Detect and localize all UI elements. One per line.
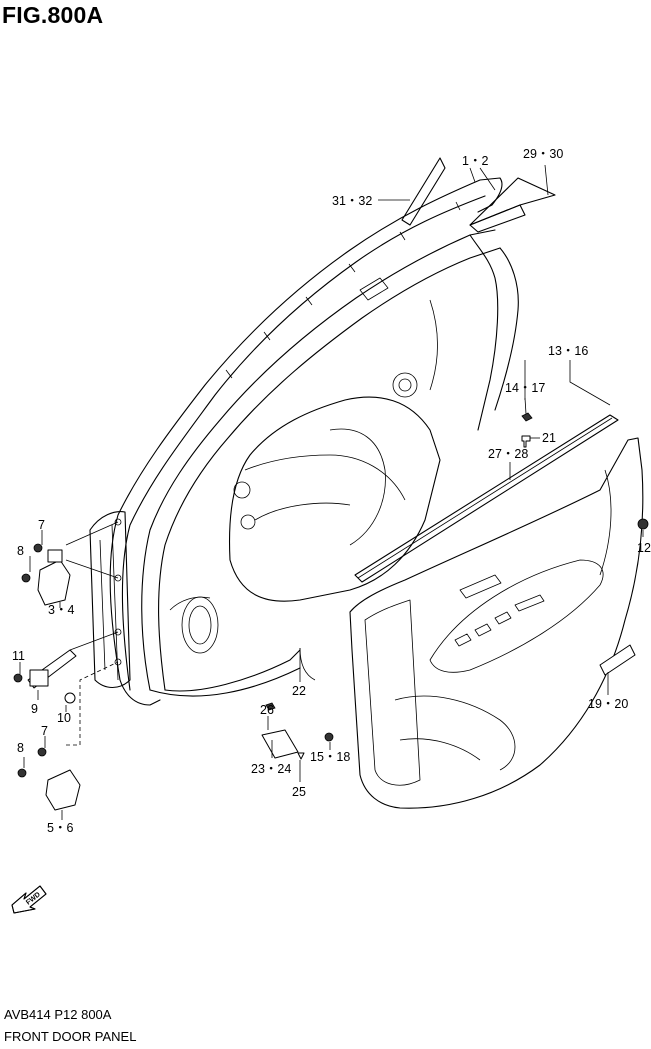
callout-19-20: 19・20	[588, 697, 628, 711]
callout-31-32: 31・32	[332, 194, 372, 208]
callout-23-24: 23・24	[251, 762, 291, 776]
callout-22: 22	[292, 684, 306, 698]
door-frame-drawing	[89, 177, 519, 706]
figure-title: FIG.800A	[2, 2, 104, 28]
callout-9: 9	[31, 702, 38, 716]
callout-1-2: 1・2	[462, 154, 488, 168]
callout-21: 21	[542, 431, 556, 445]
callout-8-upper: 8	[17, 544, 24, 558]
small-parts-drawing	[261, 412, 649, 760]
check-link-drawing	[13, 649, 77, 704]
leader-lines	[19, 164, 644, 820]
callout-27-28: 27・28	[488, 447, 528, 461]
callout-29-30: 29・30	[523, 147, 563, 161]
fwd-arrow-icon: FWD	[11, 885, 47, 914]
callout-14-17: 14・17	[505, 381, 545, 395]
callout-11: 11	[12, 649, 25, 663]
figure-code: AVB414 P12 800A	[4, 1007, 112, 1022]
figure-name: FRONT DOOR PANEL	[4, 1029, 137, 1044]
window-molding-drawing	[401, 157, 556, 233]
upper-hinge-drawing	[21, 543, 71, 606]
lower-hinge-drawing	[17, 747, 81, 811]
callout-26: 26	[260, 703, 274, 717]
film-edge-line	[299, 647, 316, 681]
callout-5-6: 5・6	[47, 821, 73, 835]
door-trim-panel-drawing	[349, 414, 644, 809]
callout-10: 10	[57, 711, 71, 725]
callout-8-lower: 8	[17, 741, 24, 755]
callout-13-16: 13・16	[548, 344, 588, 358]
callout-25: 25	[292, 785, 306, 799]
callout-12: 12	[637, 541, 651, 555]
callout-7-upper: 7	[38, 518, 45, 532]
callout-3-4: 3・4	[48, 603, 74, 617]
callout-15-18: 15・18	[310, 750, 350, 764]
callout-labels: 1・2 29・30 31・32 13・16 14・17 21 27・28 12 …	[12, 147, 651, 835]
callout-7-lower: 7	[41, 724, 48, 738]
